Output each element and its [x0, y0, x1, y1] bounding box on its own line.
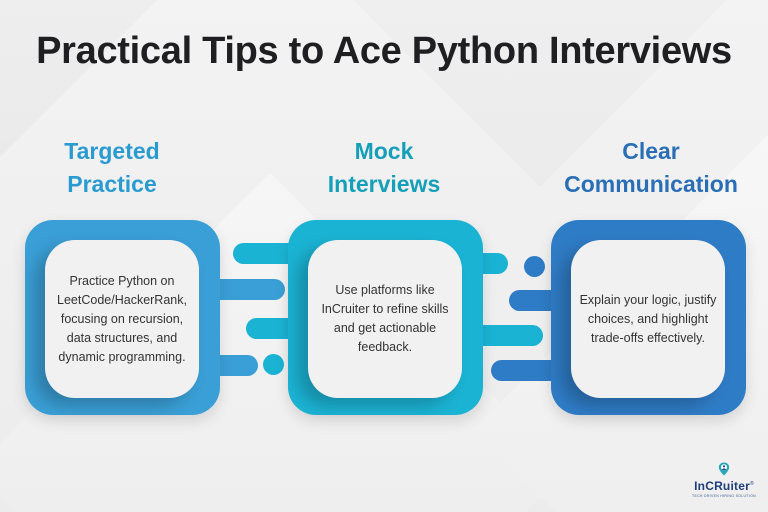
tip-card-mock-interviews: Use platforms like InCruiter to refine s… — [288, 220, 483, 415]
logo-name: InCRuiter — [694, 479, 750, 493]
location-pin-person-icon — [718, 462, 730, 476]
logo-tagline: TECH DRIVEN HIRING SOLUTION — [692, 494, 756, 498]
connector-bar — [233, 243, 303, 264]
heading-line: Targeted — [64, 138, 160, 164]
tip-heading-clear-communication: Clear Communication — [541, 135, 761, 201]
tip-text: Explain your logic, justify choices, and… — [579, 292, 717, 345]
tip-heading-targeted-practice: Targeted Practice — [2, 135, 222, 201]
tip-card-clear-communication: Explain your logic, justify choices, and… — [551, 220, 746, 415]
connector-dot — [263, 354, 284, 375]
tip-heading-mock-interviews: Mock Interviews — [274, 135, 494, 201]
heading-line: Interviews — [327, 171, 441, 197]
connector-bar — [491, 360, 569, 381]
incruiter-logo: InCRuiter® TECH DRIVEN HIRING SOLUTION — [686, 462, 762, 502]
registered-mark: ® — [749, 481, 754, 487]
tip-text: Practice Python on LeetCode/HackerRank, … — [57, 273, 187, 364]
tip-card-inner: Explain your logic, justify choices, and… — [571, 240, 725, 398]
connector-bar — [470, 325, 543, 346]
heading-line: Mock — [354, 138, 414, 164]
heading-line: Practice — [67, 171, 157, 197]
connector-dot — [524, 256, 545, 277]
heading-line: Communication — [564, 171, 738, 197]
heading-line: Clear — [622, 138, 680, 164]
tip-card-inner: Use platforms like InCruiter to refine s… — [308, 240, 462, 398]
tip-card-targeted-practice: Practice Python on LeetCode/HackerRank, … — [25, 220, 220, 415]
tip-card-inner: Practice Python on LeetCode/HackerRank, … — [45, 240, 199, 398]
page-title: Practical Tips to Ace Python Interviews — [36, 30, 732, 72]
tip-text: Use platforms like InCruiter to refine s… — [321, 283, 449, 354]
logo-wordmark: InCRuiter® — [686, 479, 762, 493]
connector-bar — [200, 279, 285, 300]
